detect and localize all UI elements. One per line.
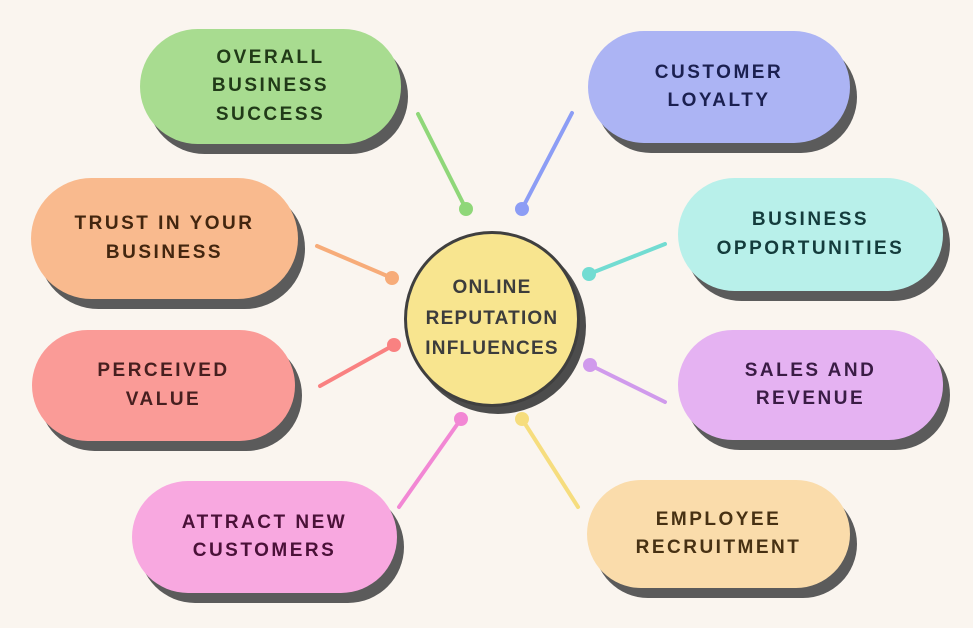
- connector-dot-trust-in-your-business: [385, 271, 399, 285]
- node-label-customer-loyalty: CUSTOMER LOYALTY: [654, 61, 784, 112]
- node-label-employee-recruitment: EMPLOYEE RECRUITMENT: [635, 508, 802, 559]
- connector-overall-business-success: [416, 112, 468, 211]
- node-label-trust-in-your-business: TRUST IN YOUR BUSINESS: [74, 213, 255, 263]
- connector-customer-loyalty: [520, 111, 574, 211]
- connector-business-opportunities: [587, 242, 667, 276]
- connector-attract-new-customers: [397, 417, 463, 509]
- node-business-opportunities: BUSINESS OPPORTUNITIES: [678, 178, 943, 291]
- connector-dot-customer-loyalty: [515, 202, 529, 216]
- connector-dot-overall-business-success: [459, 202, 473, 216]
- node-overall-business-success: OVERALL BUSINESS SUCCESS: [140, 29, 401, 144]
- connector-trust-in-your-business: [315, 244, 394, 280]
- connector-dot-attract-new-customers: [454, 412, 468, 426]
- connector-sales-and-revenue: [588, 363, 667, 404]
- node-attract-new-customers: ATTRACT NEW CUSTOMERS: [132, 481, 397, 593]
- connector-employee-recruitment: [520, 417, 580, 509]
- node-label-attract-new-customers: ATTRACT NEW CUSTOMERS: [181, 511, 348, 562]
- node-trust-in-your-business: TRUST IN YOUR BUSINESS: [31, 178, 298, 299]
- node-customer-loyalty: CUSTOMER LOYALTY: [588, 31, 850, 143]
- central-node: ONLINE REPUTATION INFLUENCES: [404, 231, 580, 407]
- node-label-perceived-value: PERCEIVED VALUE: [97, 360, 230, 410]
- node-sales-and-revenue: SALES AND REVENUE: [678, 330, 943, 440]
- connector-dot-sales-and-revenue: [583, 358, 597, 372]
- node-label-business-opportunities: BUSINESS OPPORTUNITIES: [716, 209, 905, 259]
- central-node-label: ONLINE REPUTATION INFLUENCES: [425, 277, 559, 360]
- connector-perceived-value: [318, 343, 396, 388]
- node-label-sales-and-revenue: SALES AND REVENUE: [744, 359, 877, 410]
- connector-dot-business-opportunities: [582, 267, 596, 281]
- connector-dot-perceived-value: [387, 338, 401, 352]
- node-label-overall-business-success: OVERALL BUSINESS SUCCESS: [211, 46, 330, 125]
- node-perceived-value: PERCEIVED VALUE: [32, 330, 295, 441]
- node-employee-recruitment: EMPLOYEE RECRUITMENT: [587, 480, 850, 588]
- connector-dot-employee-recruitment: [515, 412, 529, 426]
